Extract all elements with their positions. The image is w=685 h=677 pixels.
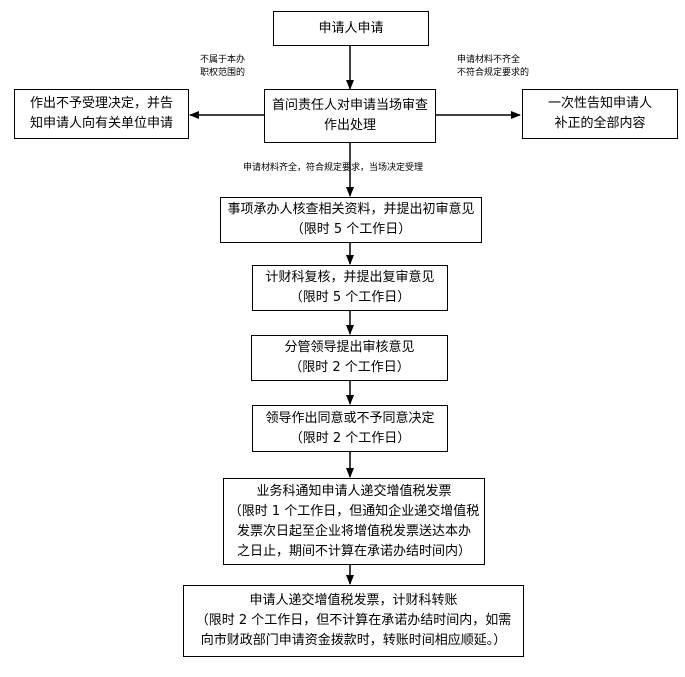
- node-step4: 领导作出同意或不予同意决定 （限时 2 个工作日）: [252, 405, 448, 452]
- note-incomplete-line1: 申请材料不齐全: [457, 55, 521, 65]
- node-step3-line1: 分管领导提出审核意见: [284, 340, 415, 355]
- node-step4-line1: 领导作出同意或不予同意决定: [265, 410, 435, 426]
- node-start: 申请人申请: [273, 11, 429, 46]
- note-accepted-text: 申请材料齐全，符合规定要求，当场决定受理: [243, 163, 424, 173]
- node-step5-line1: 业务科通知申请人递交增值税发票: [256, 483, 452, 499]
- note-not-scope-line2: 职权范围的: [200, 68, 246, 78]
- node-reject-line2: 知申请人向有关单位申请: [29, 116, 173, 131]
- note-not-scope-line1: 不属于本办: [200, 55, 246, 65]
- node-step3-line2: （限时 2 个工作日）: [289, 360, 410, 375]
- node-review-line1: 首问责任人对申请当场审查: [271, 98, 428, 113]
- node-notify: 一次性告知申请人 补正的全部内容: [522, 89, 678, 139]
- node-step1: 事项承办人核查相关资料，并提出初审意见 （限时 5 个工作日）: [220, 197, 482, 243]
- node-step6-line1: 申请人递交增值税发票，计财科转账: [249, 593, 458, 608]
- node-step5-line2: （限时 1 个工作日，但通知企业递交增值税: [228, 503, 480, 519]
- node-reject-line1: 作出不予受理决定，并告: [29, 96, 173, 111]
- node-step1-line1: 事项承办人核查相关资料，并提出初审意见: [227, 202, 475, 217]
- node-review-line2: 作出处理: [323, 118, 376, 133]
- node-review: 首问责任人对申请当场审查 作出处理: [264, 89, 436, 143]
- node-step6-line2: （限时 2 个工作日，但不计算在承诺办结时间内，如需: [195, 613, 512, 628]
- node-start-text: 申请人申请: [318, 20, 384, 36]
- node-reject: 作出不予受理决定，并告 知申请人向有关单位申请: [14, 89, 189, 139]
- node-notify-line1: 一次性告知申请人: [547, 96, 652, 111]
- node-step3: 分管领导提出审核意见 （限时 2 个工作日）: [251, 335, 448, 381]
- node-notify-line2: 补正的全部内容: [554, 116, 646, 131]
- note-not-scope: 不属于本办 职权范围的: [200, 54, 245, 80]
- node-step2: 计财科复核，并提出复审意见 （限时 5 个工作日）: [252, 265, 448, 311]
- node-step2-line1: 计财科复核，并提出复审意见: [265, 270, 435, 285]
- note-accepted: 申请材料齐全，符合规定要求，当场决定受理: [243, 162, 423, 175]
- node-step5-line3: 发票次日起至企业将增值税发票送达本办: [236, 523, 471, 539]
- note-incomplete-line2: 不符合规定要求的: [457, 68, 530, 78]
- node-step6: 申请人递交增值税发票，计财科转账 （限时 2 个工作日，但不计算在承诺办结时间内…: [183, 585, 524, 657]
- node-step5-line4: 之日止，期间不计算在承诺办结时间内）: [236, 543, 471, 559]
- node-step2-line2: （限时 5 个工作日）: [289, 290, 411, 305]
- node-step1-line2: （限时 5 个工作日）: [290, 222, 412, 237]
- node-step4-line2: （限时 2 个工作日）: [289, 430, 411, 446]
- node-step6-line3: 向市财政部门申请资金拨款时，转账时间相应顺延。）: [200, 633, 507, 648]
- node-step5: 业务科通知申请人递交增值税发票 （限时 1 个工作日，但通知企业递交增值税 发票…: [223, 478, 485, 565]
- note-incomplete: 申请材料不齐全 不符合规定要求的: [457, 54, 529, 80]
